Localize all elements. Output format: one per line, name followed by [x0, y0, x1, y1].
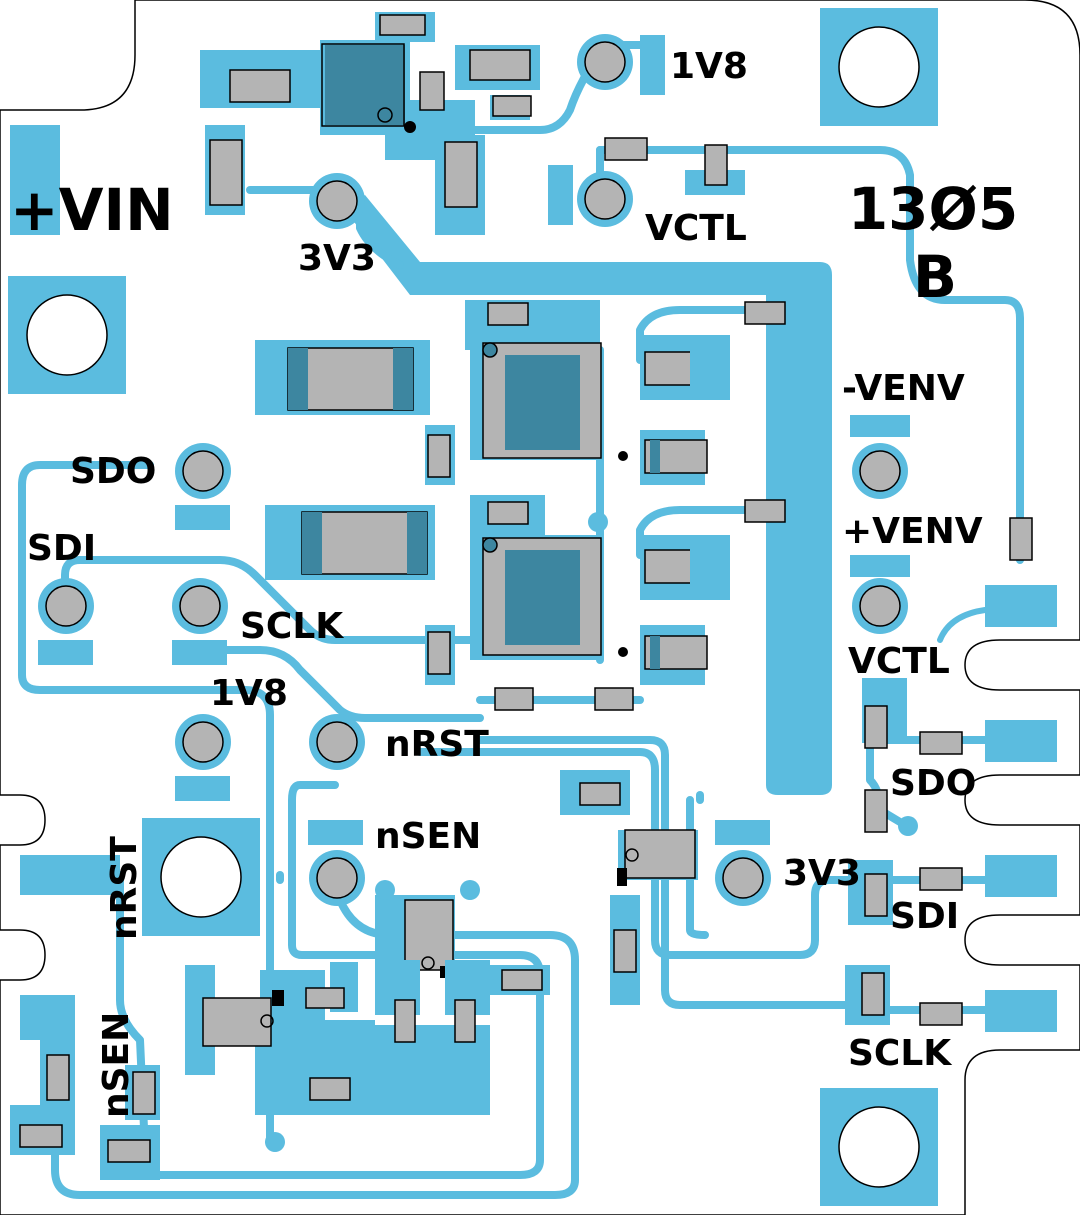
label-sdo-right: SDO: [890, 763, 976, 804]
amplifier-stage-1: [255, 300, 786, 485]
label-1v8-mid: 1V8: [210, 673, 288, 714]
lower-controller-area: [20, 770, 770, 1152]
tp-sdi-left: [38, 578, 94, 665]
mounting-hole-center-left: [142, 818, 260, 936]
board-id-line1: 13Ø5: [848, 175, 1018, 243]
tp-sdo-left: [175, 443, 231, 530]
label-vctl-right: VCTL: [848, 641, 950, 682]
tp-3v3-top: [309, 173, 365, 229]
label-sdi-right: SDI: [890, 896, 959, 937]
vin-pad: [10, 125, 60, 235]
label-nrst-vertical: nRST: [104, 836, 145, 940]
label-venv-pos: +VENV: [842, 511, 983, 552]
mounting-hole-left: [8, 276, 126, 394]
label-nrst-mid: nRST: [385, 724, 489, 765]
tp-neg-venv: [852, 443, 908, 499]
label-venv-neg: -VENV: [842, 368, 965, 409]
tp-nsen-mid: [309, 850, 365, 906]
label-sclk-right: SCLK: [848, 1033, 952, 1074]
label-3v3-top: 3V3: [298, 238, 376, 279]
tp-3v3-mid: [715, 850, 771, 906]
label-3v3-mid: 3V3: [783, 853, 861, 894]
tp-vctl-top: [577, 171, 633, 227]
label-nsen-vertical: nSEN: [96, 1012, 137, 1118]
label-sdi-left: SDI: [27, 528, 96, 569]
label-vin: +VIN: [10, 176, 174, 244]
label-1v8-top: 1V8: [670, 46, 748, 87]
test-points: [38, 34, 908, 906]
amplifier-stage-2: [265, 495, 786, 711]
mounting-hole-top-right: [820, 8, 938, 126]
label-nsen-mid: nSEN: [375, 816, 481, 857]
top-regulator-area: [200, 12, 745, 235]
tp-pos-venv: [852, 578, 908, 634]
tp-nrst-mid: [309, 714, 365, 770]
label-vctl-top: VCTL: [645, 208, 747, 249]
label-sdo-left: SDO: [70, 451, 156, 492]
board-id-line2: B: [913, 243, 957, 311]
right-connector-pads: [845, 415, 1057, 1032]
mounting-hole-bottom-right: [820, 1088, 938, 1206]
left-lower-components: [10, 995, 160, 1180]
label-sclk-left: SCLK: [240, 606, 344, 647]
tp-1v8-mid: [175, 714, 231, 801]
power-bus: [345, 195, 832, 795]
tp-1v8-top: [577, 34, 633, 90]
tp-sclk-left: [172, 578, 228, 665]
